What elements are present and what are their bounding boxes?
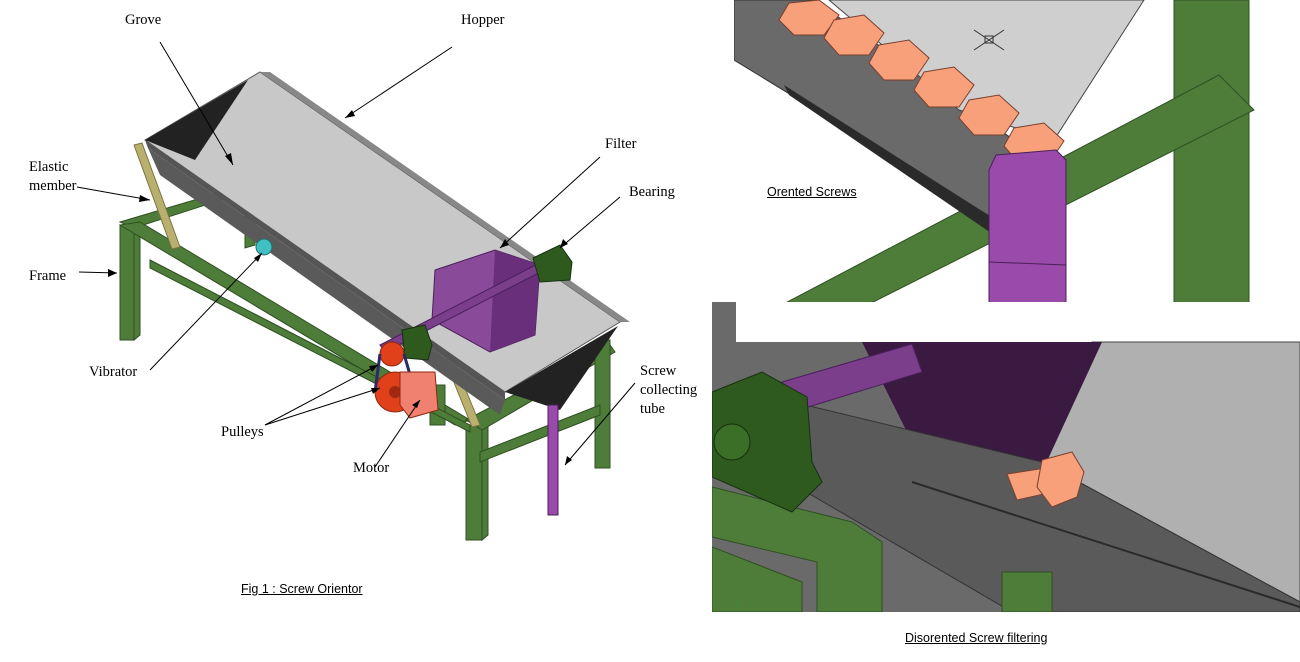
- label-frame: Frame: [29, 268, 67, 284]
- svg-text:Y: Y: [734, 599, 741, 610]
- label-elastic-member-1: Elastic: [29, 159, 69, 175]
- vibrator: [255, 238, 273, 256]
- screw-collecting-tube: [547, 404, 559, 516]
- bearing-block: [712, 371, 823, 513]
- label-filter: Filter: [605, 136, 637, 152]
- oriented-screws-caption: Orented Screws: [767, 185, 857, 199]
- label-vibrator: Vibrator: [89, 364, 138, 380]
- label-hopper: Hopper: [461, 12, 505, 28]
- label-screw-tube-3: tube: [640, 401, 665, 417]
- label-elastic-member-2: member: [29, 178, 77, 194]
- bearing: [401, 244, 573, 361]
- arrowheads: [108, 110, 572, 465]
- disoriented-filtering-panel: Y: [712, 302, 1300, 612]
- label-pulleys: Pulleys: [221, 424, 264, 440]
- disoriented-filtering-caption: Disorented Screw filtering: [905, 631, 1048, 645]
- motor: [399, 371, 439, 419]
- disoriented-screw: [1006, 451, 1085, 508]
- label-bearing: Bearing: [629, 184, 675, 200]
- collecting-tube: [988, 149, 1067, 342]
- screw-orientor-drawing: [76, 41, 636, 542]
- oriented-screws-panel: [734, 0, 1300, 342]
- label-screw-tube-1: Screw: [640, 363, 677, 379]
- label-motor: Motor: [353, 460, 390, 476]
- label-screw-tube-2: collecting: [640, 382, 698, 398]
- figure-caption: Fig 1 : Screw Orientor: [241, 582, 363, 596]
- label-grove: Grove: [125, 12, 162, 28]
- leader-arrows: [76, 41, 636, 468]
- elastic-member-left: [133, 142, 181, 250]
